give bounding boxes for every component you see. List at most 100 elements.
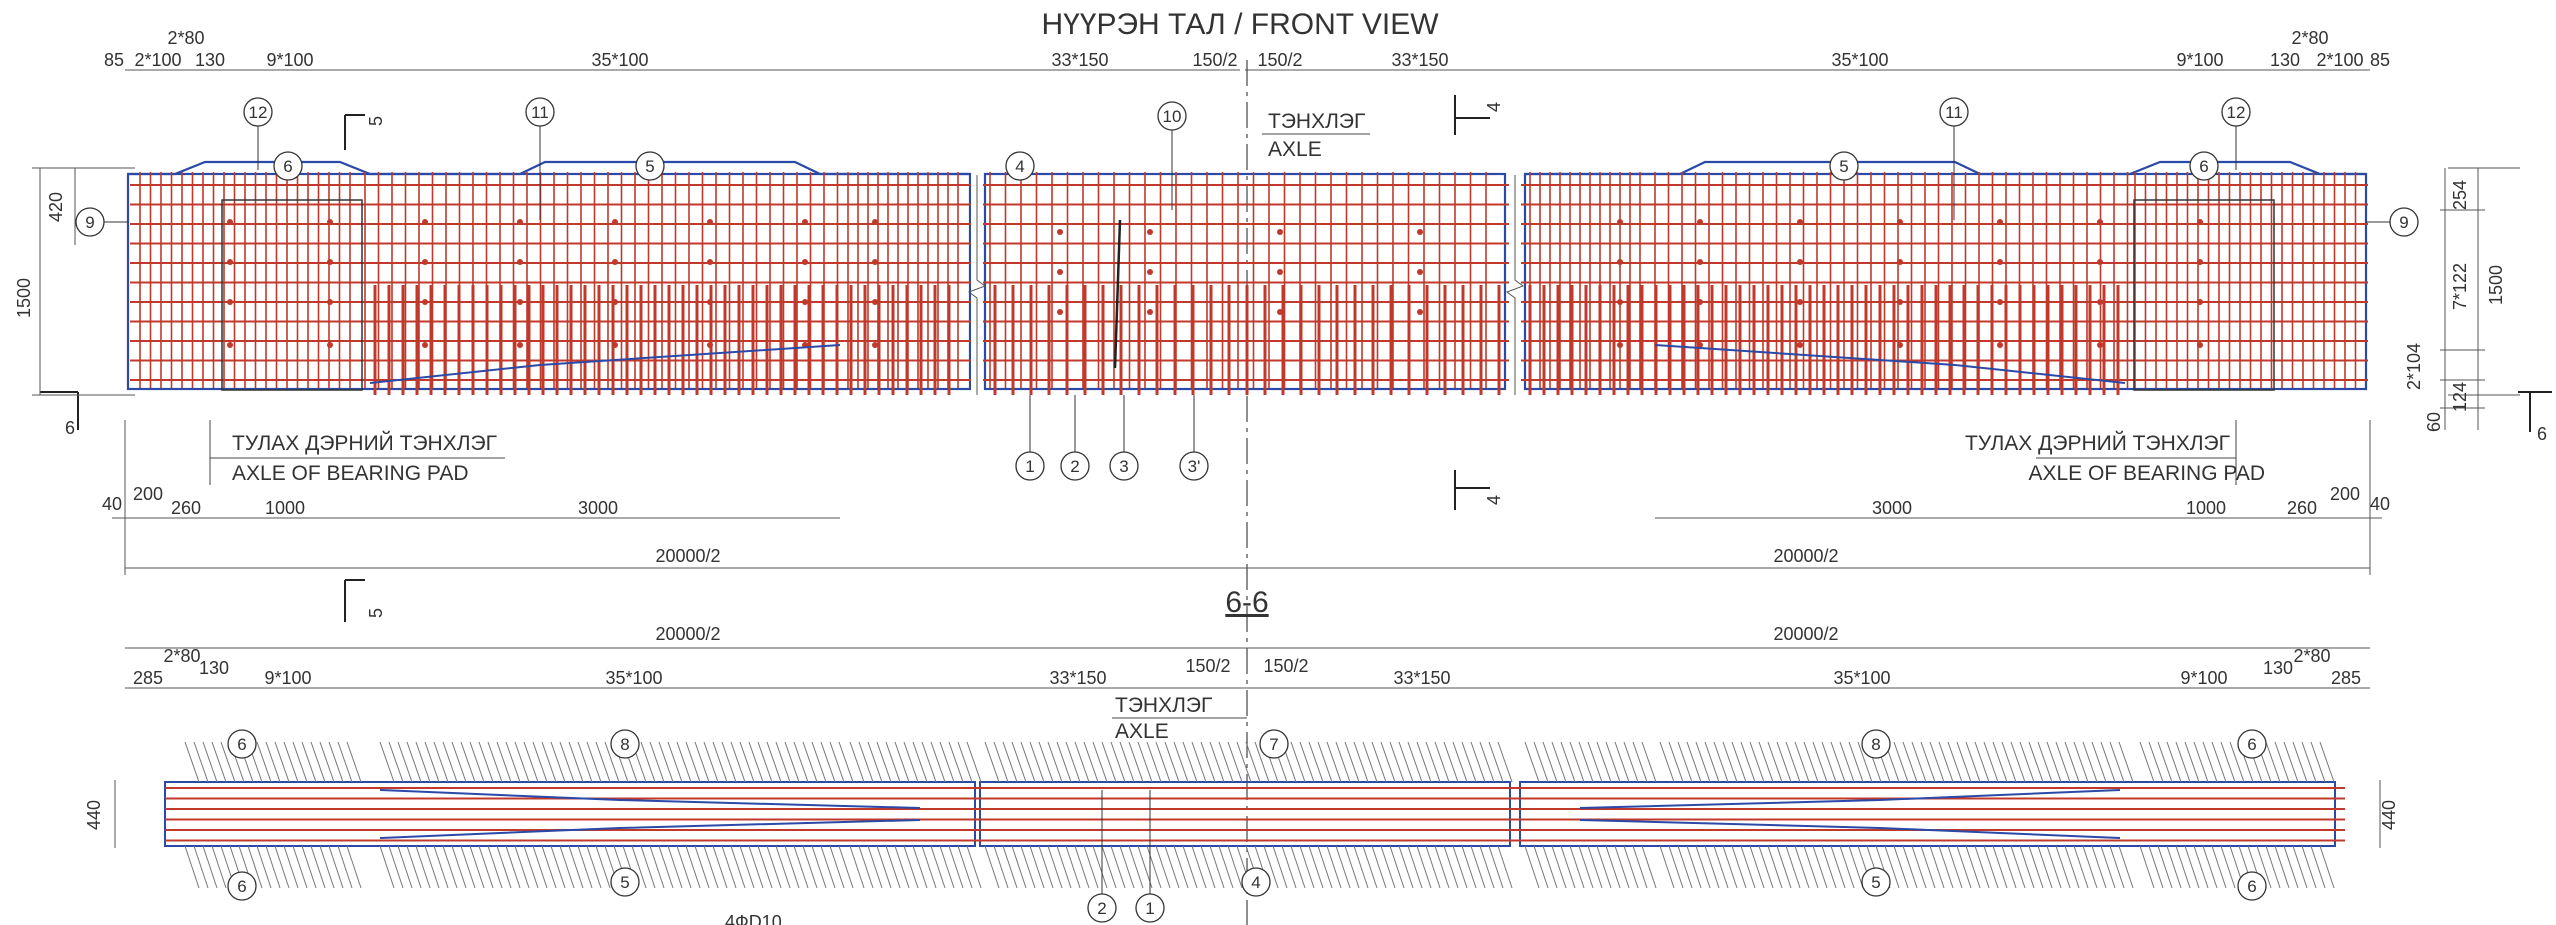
dim-2x100-right: 2*100 xyxy=(2316,50,2363,70)
flange-hatch xyxy=(397,845,413,889)
callout-circle xyxy=(75,207,105,237)
strand-point xyxy=(517,219,523,225)
flange-hatch xyxy=(1902,741,1918,783)
flange-hatch xyxy=(2139,845,2155,889)
strand-point xyxy=(327,219,333,225)
flange-hatch xyxy=(1218,741,1234,783)
flange-hatch xyxy=(1614,741,1630,783)
dim-1000-left: 1000 xyxy=(265,498,305,518)
flange-hatch xyxy=(820,845,836,889)
dim-1500-right: 1500 xyxy=(2486,265,2506,305)
flange-hatch xyxy=(2229,741,2245,783)
strand-point xyxy=(1697,259,1703,265)
flange-hatch xyxy=(1965,845,1981,889)
flange-hatch xyxy=(1992,845,2008,889)
flange-hatch xyxy=(1470,741,1486,783)
flange-hatch xyxy=(930,741,946,783)
flange-hatch xyxy=(220,741,236,783)
callout-8: 8 xyxy=(610,729,640,759)
flange-hatch xyxy=(1632,741,1648,783)
flange-hatch xyxy=(1020,845,1036,889)
flange-hatch xyxy=(858,845,874,889)
flange-hatch xyxy=(2082,741,2098,783)
flange-hatch xyxy=(1065,845,1081,889)
flange-hatch xyxy=(894,741,910,783)
strand-point xyxy=(1797,219,1803,225)
flange-hatch xyxy=(1605,741,1621,783)
flange-hatch xyxy=(649,845,665,889)
flange-hatch xyxy=(1317,741,1333,783)
strand-point xyxy=(802,259,808,265)
flange-hatch xyxy=(1614,845,1630,889)
flange-hatch xyxy=(793,741,809,783)
flange-hatch xyxy=(712,741,728,783)
flange-hatch xyxy=(1110,845,1126,889)
callout-circle xyxy=(1861,729,1891,759)
flange-hatch xyxy=(676,845,692,889)
callout-2: 2 xyxy=(1060,395,1090,481)
flange-hatch xyxy=(1155,845,1171,889)
section-mark-6-left xyxy=(40,391,79,430)
flange-hatch xyxy=(1569,845,1585,889)
flange-hatch xyxy=(2073,741,2089,783)
rebar-3-detail xyxy=(1113,219,1122,369)
flange-hatch xyxy=(1209,741,1225,783)
flange-hatch xyxy=(2292,741,2308,783)
flange-hatch xyxy=(730,845,746,889)
flange-hatch xyxy=(1803,741,1819,783)
flange-hatch xyxy=(2028,741,2044,783)
flange-hatch xyxy=(2100,741,2116,783)
strand-point xyxy=(227,299,233,305)
flange-hatch xyxy=(1173,741,1189,783)
callout-number: 11 xyxy=(1945,103,1963,122)
flange-hatch xyxy=(2301,845,2317,889)
flange-hatch xyxy=(337,741,353,783)
flange-hatch xyxy=(1155,741,1171,783)
callout-number: 4 xyxy=(1251,873,1260,892)
flange-hatch xyxy=(640,741,656,783)
right-side-dims xyxy=(2440,167,2520,430)
flange-hatch xyxy=(211,845,227,889)
flange-hatch xyxy=(2157,845,2173,889)
flange-hatch xyxy=(2274,741,2290,783)
flange-hatch xyxy=(1794,741,1810,783)
flange-hatch xyxy=(541,845,557,889)
flange-hatch xyxy=(1776,845,1792,889)
flange-hatch xyxy=(532,741,548,783)
flange-hatch xyxy=(1479,845,1495,889)
flange-hatch xyxy=(921,741,937,783)
flange-hatch xyxy=(912,741,928,783)
flange-hatch xyxy=(1353,741,1369,783)
flange-hatch xyxy=(202,845,218,889)
flange-hatch xyxy=(1830,741,1846,783)
flange-hatch xyxy=(1074,741,1090,783)
section-dim-9x100-left: 9*100 xyxy=(264,668,311,688)
flange-hatch xyxy=(2010,845,2026,889)
flange-hatch xyxy=(388,741,404,783)
strand-point xyxy=(1147,269,1153,275)
callout-circle xyxy=(1179,451,1209,481)
strand-point xyxy=(612,299,618,305)
flange-hatch xyxy=(1047,845,1063,889)
flange-hatch xyxy=(1956,845,1972,889)
flange-hatch xyxy=(1794,845,1810,889)
break-lines xyxy=(967,175,1525,395)
flange-hatch xyxy=(811,741,827,783)
flange-hatch xyxy=(775,845,791,889)
flange-hatch xyxy=(1785,845,1801,889)
dim-9x100-right: 9*100 xyxy=(2176,50,2223,70)
flange-hatch xyxy=(2184,845,2200,889)
callout-6: 6 xyxy=(273,151,303,181)
dim-130-right: 130 xyxy=(2270,50,2300,70)
flange-hatch xyxy=(184,845,200,889)
section-dim-285-right: 285 xyxy=(2331,668,2361,688)
flange-hatch xyxy=(541,741,557,783)
dim-2x104-right: 2*104 xyxy=(2404,343,2424,390)
flange-hatch xyxy=(193,741,209,783)
flange-hatch xyxy=(1713,845,1729,889)
flange-hatch xyxy=(406,845,422,889)
flange-hatch xyxy=(1299,845,1315,889)
strand-point xyxy=(1617,219,1623,225)
callout-circle xyxy=(227,729,257,759)
